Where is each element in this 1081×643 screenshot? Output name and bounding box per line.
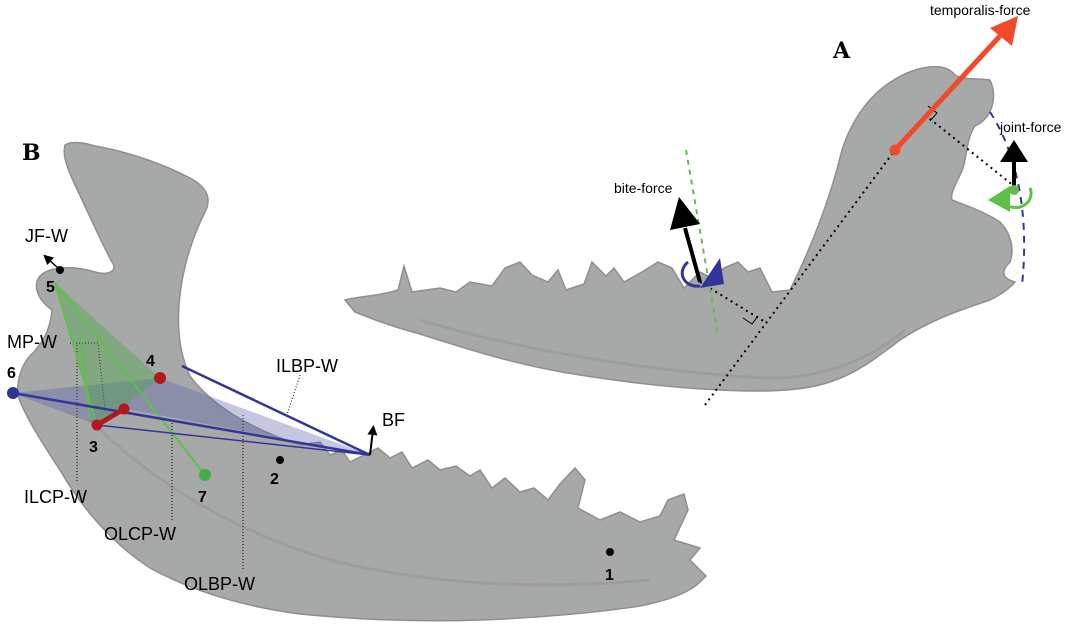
ilcp-w-label: ILCP-W [24, 487, 87, 507]
joint-purple-dashed-arc [989, 111, 1026, 286]
panel-b-shading [88, 418, 651, 587]
temporalis-force-arrowhead [990, 16, 1018, 46]
bf-label: BF [382, 410, 405, 430]
panel-b-letter: B [22, 140, 41, 166]
panel-b: B JF-W MP-W ILBP-W BF ILCP-W OLCP-W OLBP… [7, 140, 708, 622]
purple-line-4-bf [181, 364, 371, 457]
joint-perpendicular-dotted [924, 114, 1015, 187]
bf-arrow [367, 425, 378, 456]
panel-a-mandible [343, 65, 1017, 392]
landmark-2-label: 2 [270, 471, 279, 488]
landmark-7-label: 7 [198, 489, 207, 506]
mp-w-leader [70, 342, 106, 411]
temporalis-wedge [55, 283, 160, 425]
joint-force-label: joint-force [999, 119, 1062, 135]
landmark-6-label: 6 [7, 365, 16, 382]
green-line-5-3 [54, 282, 98, 426]
masseter-wedge [13, 378, 370, 455]
bite-force-arrow [683, 227, 702, 283]
ilbp-w-leader [285, 374, 301, 419]
bite-force-arrowhead [670, 197, 700, 230]
landmark-4-dot [154, 372, 166, 384]
joint-force-arrowhead [1000, 140, 1028, 162]
joint-green-moment-arc [1007, 187, 1033, 209]
panel-a-letter: A [832, 38, 851, 64]
right-angle-mark-bottom [742, 315, 759, 325]
temporalis-force-arrow [893, 34, 1002, 152]
joint-green-moment-arrowhead [988, 186, 1010, 212]
landmark-6-dot [7, 387, 19, 399]
panel-b-mandible [16, 141, 708, 622]
temporalis-origin-dot [889, 144, 901, 156]
bite-green-dashed-line [685, 149, 719, 336]
joint-dot [1009, 185, 1019, 195]
landmark-5-label: 5 [46, 279, 55, 296]
temporalis-force-label: temporalis-force [930, 2, 1031, 18]
bite-purple-moment-arrowhead [700, 258, 724, 288]
landmark-2-dot [276, 456, 284, 464]
landmark-3-dot [91, 419, 103, 431]
bite-force-label: bite-force [614, 180, 673, 196]
temporalis-axis-dotted [704, 149, 896, 406]
ilbp-w-label: ILBP-W [276, 356, 338, 376]
panel-a: A temporalis-force joint-force bite-forc… [343, 2, 1062, 406]
bite-purple-moment-arc [680, 260, 701, 288]
landmark-1-dot [606, 548, 614, 556]
purple-line-3-bf [96, 424, 371, 456]
landmark-1-label: 1 [605, 567, 614, 584]
landmark-3-label: 3 [89, 439, 98, 456]
landmark-4-label: 4 [146, 353, 155, 370]
panel-a-shading [419, 318, 906, 380]
green-line-5-7 [54, 282, 206, 476]
purple-line-6-bf [12, 391, 371, 457]
jf-w-arrow [43, 254, 59, 269]
olbp-w-label: OLBP-W [184, 574, 255, 594]
landmark-7-dot [199, 469, 211, 481]
olcp-w-label: OLCP-W [104, 524, 176, 544]
jf-w-label: JF-W [25, 226, 68, 246]
landmark-3b-dot [118, 403, 130, 415]
mp-w-label: MP-W [7, 332, 57, 352]
